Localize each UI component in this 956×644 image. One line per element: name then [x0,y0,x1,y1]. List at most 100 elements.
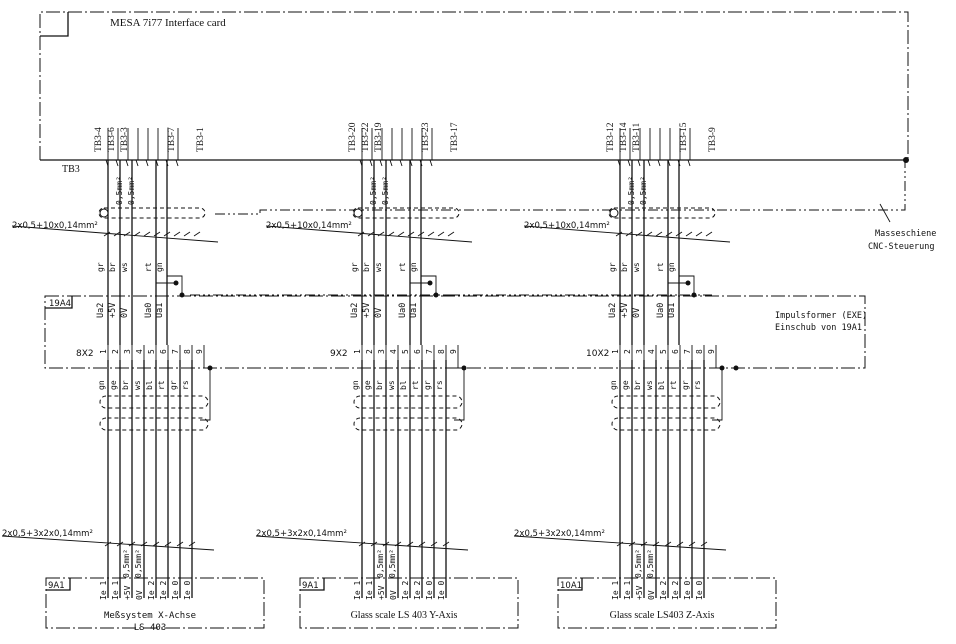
lower-wire-color: gr [681,380,690,390]
cable-tick [645,231,653,237]
signal-label: +5V [362,303,372,318]
pulse-shaper-tag: 19A4 [49,299,71,309]
conductor-section-label: 0,5mm² [388,549,397,578]
terminal-label: TB3-14 [619,122,629,152]
conductor-section-label: 0,5mm² [634,549,643,578]
lower-wire-color: br [633,380,642,390]
cable-tick [664,541,672,547]
wire-color-label: rt [398,262,407,272]
shield-terminal [353,208,363,218]
conductor-section-label: 0,5mm² [134,549,143,578]
cable-tick [655,231,663,237]
terminal-label: TB3-12 [606,122,616,152]
scale-pin-label: Ie 2 [659,581,668,600]
drain-wire [200,368,211,421]
scale-pin-label: Ie 1 [111,581,120,600]
upper-cable-line [523,225,731,243]
plug-pin-label: 9 [707,349,716,354]
outer-shield [611,417,721,431]
scale-pin-label: Ie 0 [171,581,180,600]
cable-tick [103,231,111,237]
ground-rail-label-2: CNC-Steuerung [868,242,935,252]
signal-label: Ua1 [155,303,165,318]
terminal-mark [687,159,691,167]
plug-pin-label: 9 [449,349,458,354]
interface-card-title: MESA 7i77 Interface card [110,17,226,29]
drain-node [719,365,725,371]
ground-node [173,280,179,286]
scale-box-outline [557,577,777,629]
cable-tick [676,541,684,547]
lower-wire-color: ws [133,380,142,390]
cable-tick [153,231,161,237]
wire-color-label: gn [409,262,418,272]
pulse-shaper-label-2: Einschub von 19A1 [775,323,862,333]
cable-tick [625,231,633,237]
upper-cable-label: 2x0,5+10x0,14mm² [12,221,98,231]
lower-wire-color: bl [145,380,154,390]
cable-tick [113,231,121,237]
plug-pin-label: 6 [413,349,422,354]
outer-shield [99,417,209,431]
plug-pin-label: 8 [695,349,704,354]
cable-tick [417,231,425,237]
drain-wire [712,368,723,421]
scale-pin-label: Ie 2 [671,581,680,600]
cable-tick [447,231,455,237]
cable-tick [615,231,623,237]
lower-wire-color: gn [97,380,106,390]
plug-label: 10X2 [586,349,609,359]
scale-pin-label: Ie 1 [611,581,620,600]
cable-tick [418,541,426,547]
cable-tick [705,231,713,237]
ground-rail: Masseschiene CNC-Steuerung [215,160,936,252]
pulse-shaper-label-1: Impulsformer (EXE) [775,311,867,321]
terminal-mark [369,159,373,167]
cable-tick [128,541,136,547]
scale-pin-label: Ie 1 [365,581,374,600]
cable-tick [133,231,141,237]
plug-pin-label: 1 [611,349,620,354]
lower-cable-line [255,535,469,551]
upper-cable-line [265,225,473,243]
scale-label-1: Glass scale LS403 Z-Axis [610,610,715,621]
lower-wire-color: rs [693,380,702,390]
plug-pin-label: 7 [171,349,180,354]
terminal-label: TB3-1 [196,127,206,152]
plug-pin-label: 1 [353,349,362,354]
upper-cable-shield [352,207,460,219]
upper-cable-label: 2x0,5+10x0,14mm² [266,221,352,231]
scale-pin-label: Ie 0 [695,581,704,600]
lower-wire-color: bl [399,380,408,390]
pulse-shaper-outline [44,295,866,369]
conductor-section-label: 0,5mm² [115,176,124,205]
interface-card-outline [39,11,909,160]
terminal-label: TB3-7 [167,127,177,152]
signal-label: 0V [632,308,642,318]
lower-wire-color: br [121,380,130,390]
cable-tick [357,231,365,237]
terminal-mark [429,159,433,167]
cable-tick [394,541,402,547]
plug-pin-label: 3 [635,349,644,354]
interface-card: MESA 7i77 Interface card TB3 [39,11,909,175]
signal-label: Ua1 [409,303,419,318]
cable-tick [116,541,124,547]
scale-box-outline [45,577,265,629]
cable-tick [377,231,385,237]
cable-tick [367,231,375,237]
scale-box-corner [558,578,583,591]
lower-wire-color: bl [657,380,666,390]
signal-label: 0V [374,308,384,318]
cable-tick [370,541,378,547]
terminal-mark [125,159,129,167]
cable-tick [173,231,181,237]
scale-pin-label: +5V [635,585,644,600]
wire-color-label: br [362,262,371,272]
wire-color-label: gr [608,262,617,272]
upper-cable-shield [608,207,716,219]
ground-node [427,280,433,286]
wire-color-label: rt [144,262,153,272]
